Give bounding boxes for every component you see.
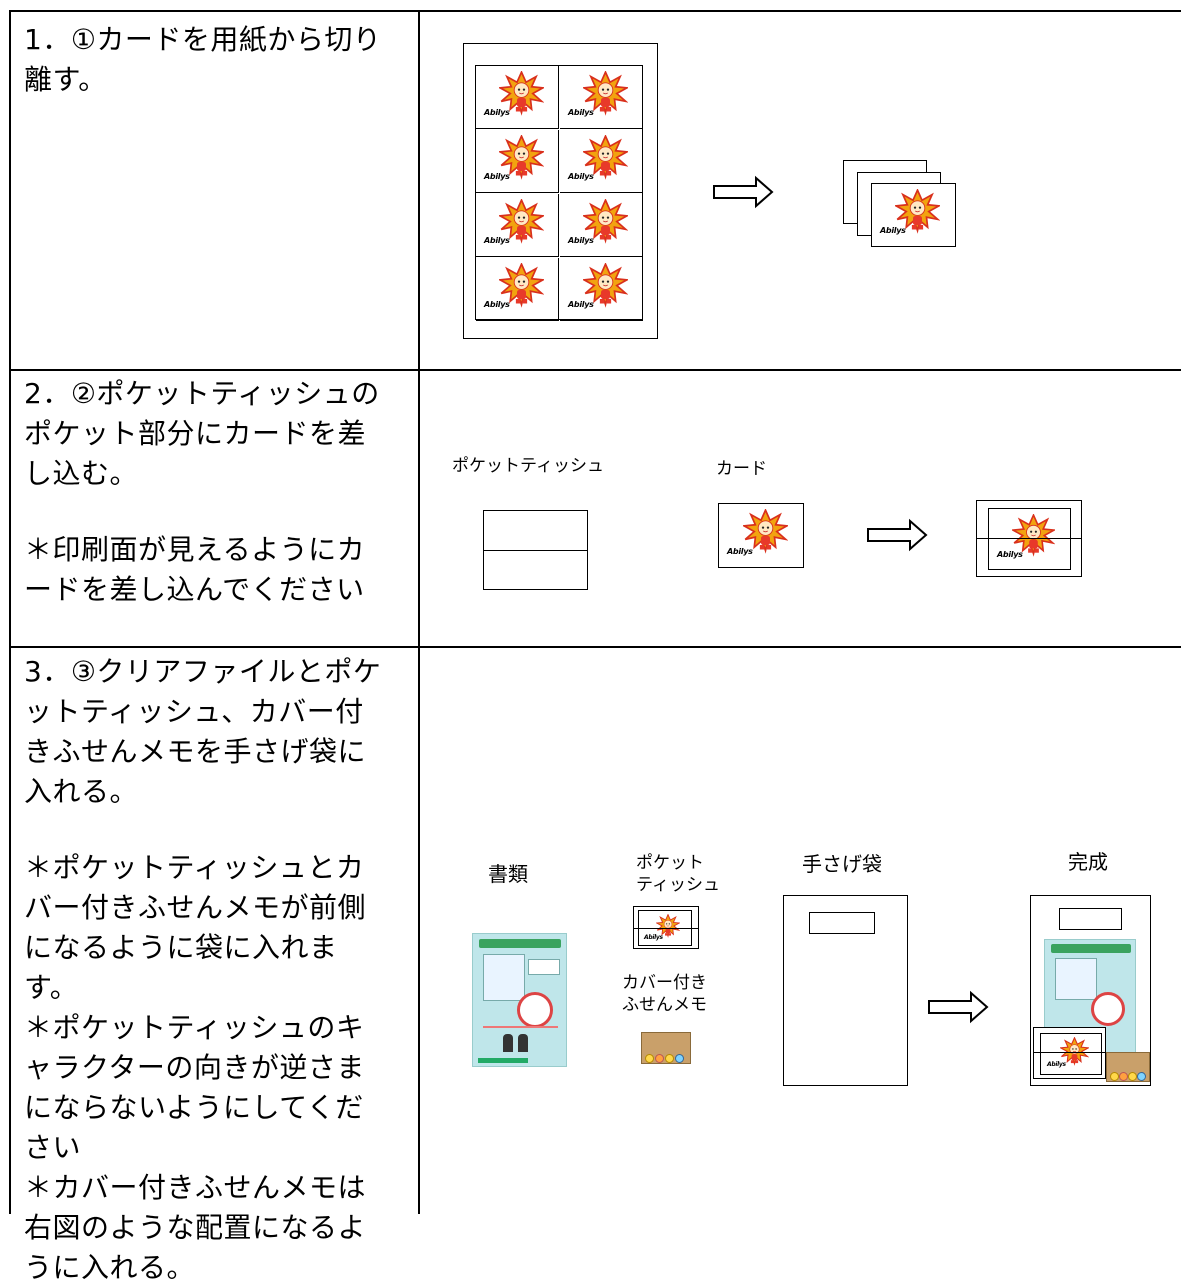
cut-card: Abilys	[560, 258, 643, 321]
abilys-logo: Abilys	[644, 934, 663, 941]
abilys-logo: Abilys	[1047, 1061, 1066, 1068]
card-label: カード	[716, 459, 767, 479]
mascot-icon	[583, 199, 628, 244]
mascot-icon	[583, 135, 628, 180]
completed-memo	[1106, 1052, 1150, 1082]
mascot-icon	[1012, 514, 1055, 557]
mascot-icon	[656, 914, 680, 938]
abilys-logo: Abilys	[484, 172, 510, 181]
mascot-icon	[583, 263, 628, 308]
cut-card: Abilys	[476, 66, 559, 129]
cut-card: Abilys	[560, 66, 643, 129]
handbag	[783, 895, 908, 1086]
abilys-logo: Abilys	[484, 236, 510, 245]
mascot-icon	[499, 263, 544, 308]
sticky-memo	[641, 1032, 691, 1064]
abilys-logo: Abilys	[568, 300, 594, 309]
instruction-table	[9, 10, 1181, 1214]
step-3-instruction: 3．③クリアファイルとポケットティッシュ、カバー付きふせんメモを手さげ袋に入れる…	[24, 655, 382, 808]
step-1-instruction: 1．①カードを用紙から切り離す。	[24, 23, 382, 96]
mascot-icon	[583, 71, 628, 116]
inserted-card: Abilys	[988, 508, 1071, 570]
abilys-logo: Abilys	[484, 300, 510, 309]
row-divider-1	[9, 369, 1181, 371]
bag-label: 手さげ袋	[802, 852, 882, 876]
abilys-logo: Abilys	[997, 550, 1023, 559]
right-arrow-icon	[713, 175, 774, 209]
step-3-note-2: ＊ポケットティッシュのキャラクターの向きが逆さまにならないようにしてください	[24, 1011, 365, 1164]
mascot-icon	[743, 509, 788, 554]
cut-card: Abilys	[476, 258, 559, 321]
mascot-icon	[499, 135, 544, 180]
completed-tissue-fold	[1033, 1052, 1106, 1053]
memo-label: カバー付き ふせんメモ	[622, 973, 707, 1015]
card: Abilys	[718, 503, 804, 568]
tissue-label: ポケットティッシュ	[452, 456, 604, 476]
column-divider	[418, 10, 420, 1214]
step-3-note-1: ＊ポケットティッシュとカバー付きふせんメモが前側になるように袋に入れます。	[24, 851, 367, 1004]
abilys-logo: Abilys	[568, 236, 594, 245]
step-2-text: 2．②ポケットティッシュのポケット部分にカードを差し込む。 ＊印刷面が見えるよう…	[24, 374, 389, 610]
done-label: 完成	[1068, 850, 1108, 874]
step-3-text: 3．③クリアファイルとポケットティッシュ、カバー付きふせんメモを手さげ袋に入れる…	[24, 652, 389, 1288]
abilys-logo: Abilys	[727, 547, 753, 556]
right-arrow-icon	[928, 990, 989, 1024]
step-2-note-1: ＊印刷面が見えるようにカードを差し込んでください	[24, 533, 366, 606]
step-3-note-3: ＊カバー付きふせんメモは右図のような配置になるように入れる。	[24, 1171, 367, 1284]
mascot-icon	[499, 71, 544, 116]
abilys-logo: Abilys	[880, 226, 906, 235]
cut-card: Abilys	[476, 130, 559, 193]
cut-card: Abilys	[560, 130, 643, 193]
tissue-label-3: ポケット ティッシュ	[636, 853, 720, 895]
mascot-icon	[1060, 1037, 1089, 1066]
step-1-text: 1．①カードを用紙から切り離す。	[24, 20, 389, 100]
mascot-icon	[499, 199, 544, 244]
tissue-small-fold	[633, 928, 699, 929]
documents-flyer	[472, 933, 567, 1067]
cut-card: Abilys	[476, 194, 559, 257]
abilys-logo: Abilys	[568, 172, 594, 181]
abilys-logo: Abilys	[484, 108, 510, 117]
completed-card: Abilys	[1040, 1033, 1102, 1075]
right-arrow-icon	[867, 518, 928, 552]
cut-card: Abilys	[560, 194, 643, 257]
tissue-fold-line	[976, 538, 1082, 539]
row-divider-2	[9, 646, 1181, 648]
abilys-logo: Abilys	[568, 108, 594, 117]
documents-label: 書類	[488, 862, 528, 886]
pocket-tissue	[483, 510, 588, 590]
step-2-instruction: 2．②ポケットティッシュのポケット部分にカードを差し込む。	[24, 377, 380, 490]
stacked-card-front: Abilys	[871, 183, 956, 247]
mascot-icon	[895, 189, 940, 234]
